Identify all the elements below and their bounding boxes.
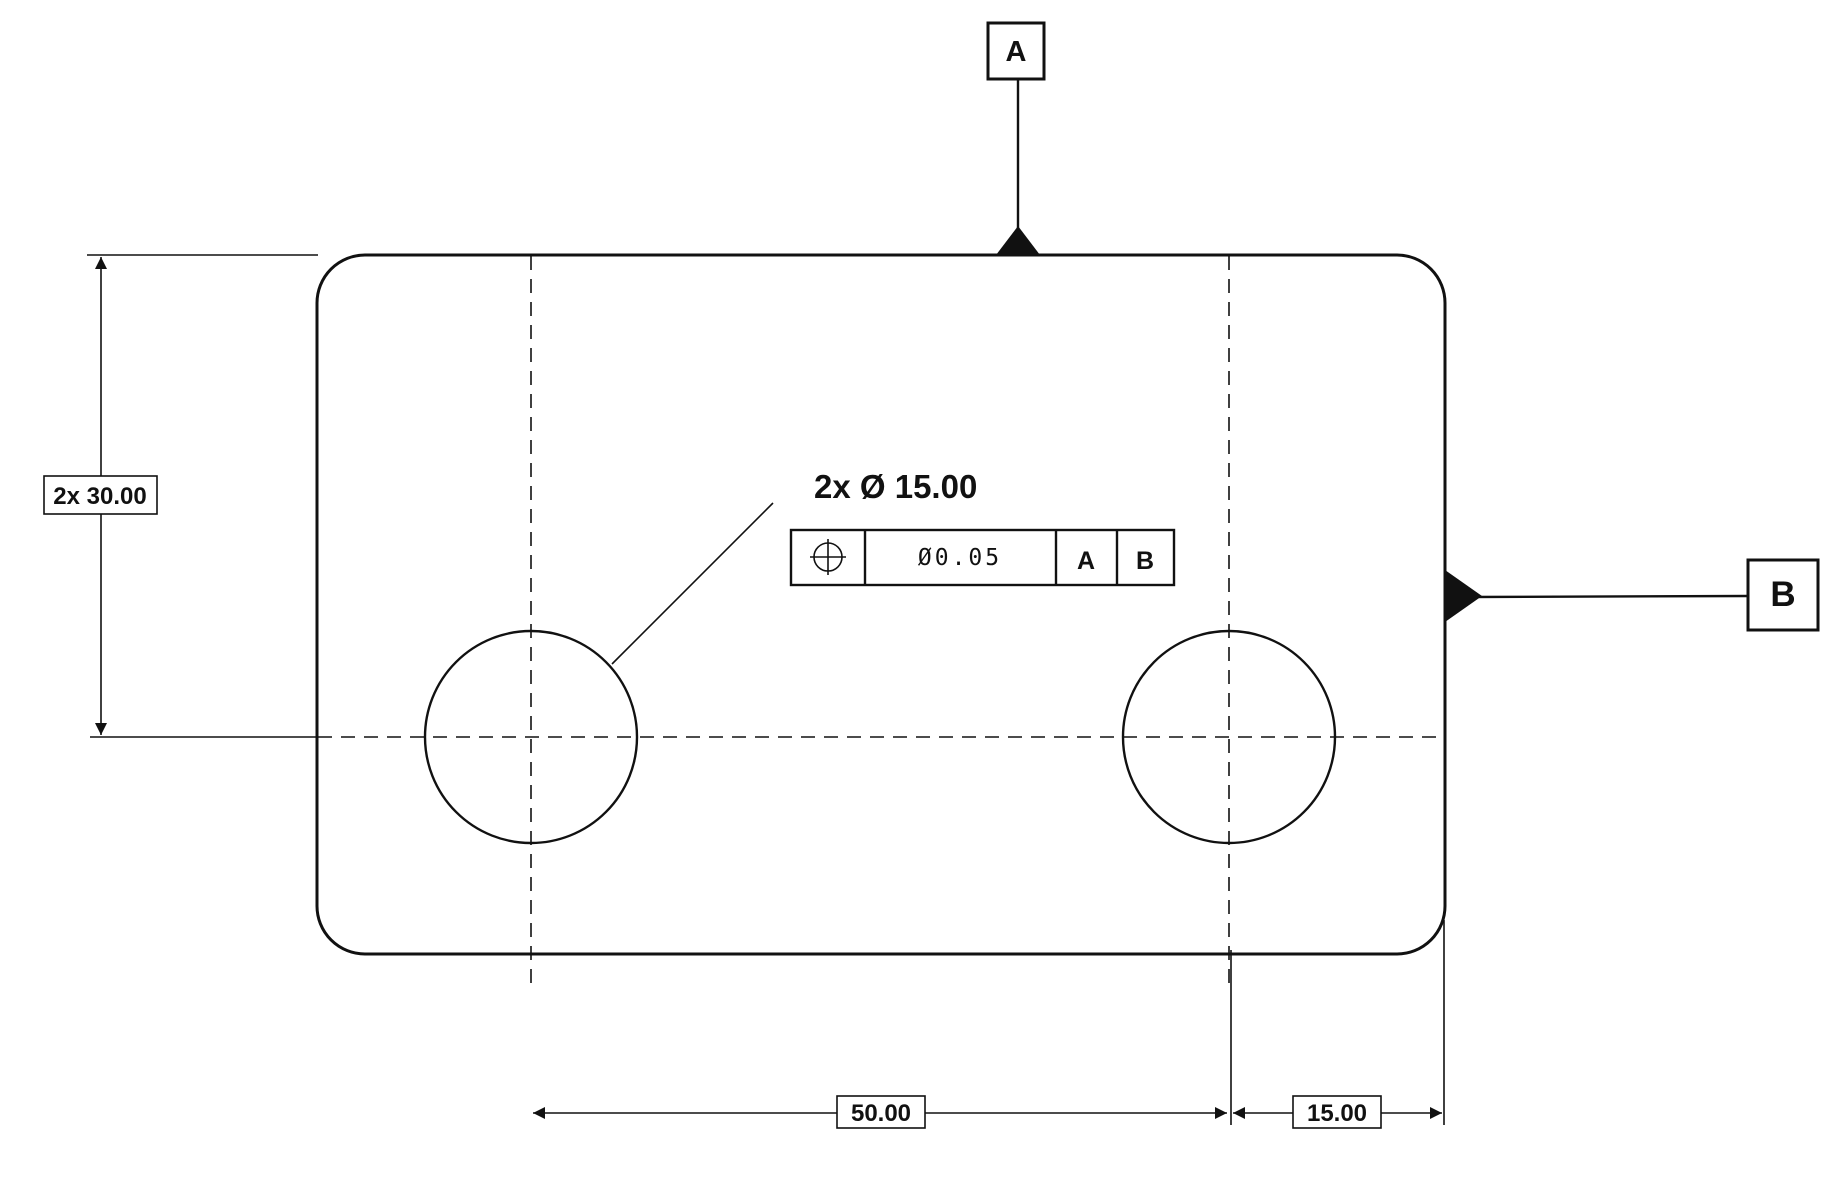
fcf-datum-secondary: B [1136, 547, 1154, 575]
horizontal-dimensions: 50.00 15.00 [533, 920, 1445, 1129]
part-outline [315, 253, 1447, 956]
dimension-vertical-label: 2x 30.00 [53, 483, 146, 510]
datum-b-leader [1469, 594, 1749, 599]
datum-b-triangle [1445, 570, 1482, 622]
dimension-box-edge-offset [1292, 1095, 1382, 1129]
dimension-edge-offset-label: 15.00 [1307, 1100, 1367, 1127]
feature-control-frame: Ø0.05 A B [789, 528, 1176, 587]
dimension-box-vertical [43, 475, 158, 515]
datum-b-frame [1746, 558, 1820, 632]
fcf-datum-primary: A [1077, 547, 1095, 575]
dimension-box-hole-spacing [836, 1095, 926, 1129]
datum-a-label: A [1006, 36, 1027, 68]
fcf-border [789, 528, 1176, 587]
datum-b: B [1445, 558, 1820, 632]
hole-left [423, 629, 639, 845]
hole-right [1121, 629, 1337, 845]
datum-a: A [986, 21, 1046, 255]
datum-a-frame [986, 21, 1046, 81]
hole-callout: 2x Ø 15.00 [611, 468, 977, 665]
dimension-hole-spacing-label: 50.00 [851, 1100, 911, 1127]
vertical-dimension: 2x 30.00 [43, 254, 318, 738]
datum-b-label: B [1770, 575, 1795, 614]
position-tolerance-icon [810, 539, 846, 575]
center-lines [318, 256, 1444, 990]
fcf-tolerance-value: Ø0.05 [918, 545, 1002, 571]
hole-callout-leader [611, 502, 774, 665]
datum-a-triangle [996, 226, 1040, 255]
hole-callout-label: 2x Ø 15.00 [814, 468, 977, 505]
